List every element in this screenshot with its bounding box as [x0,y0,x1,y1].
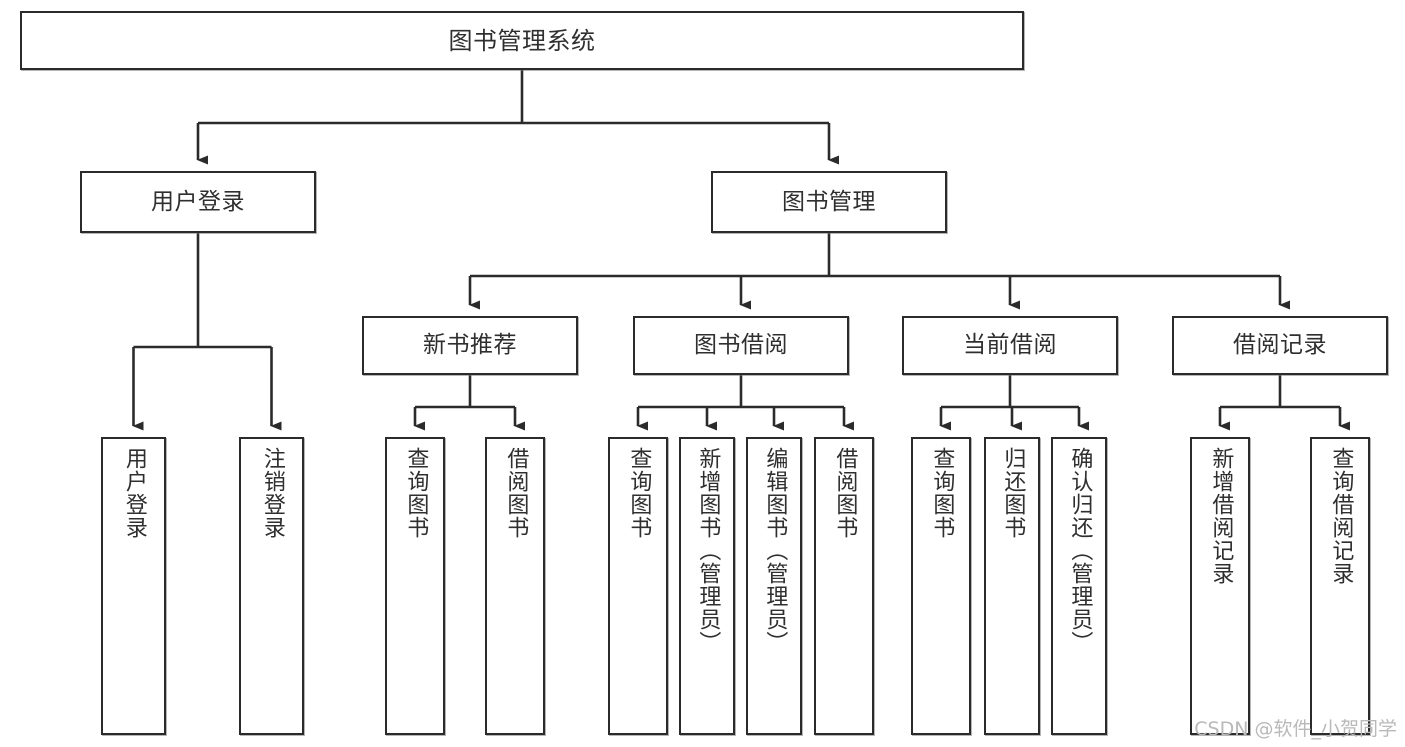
node-label-leaf-nb-borrow: 借阅图书 [503,447,529,539]
node-bookmgmt[interactable]: 图书管理 [711,171,947,233]
node-record[interactable]: 借阅记录 [1172,316,1388,375]
node-label-borrow: 图书借阅 [694,332,788,359]
node-label-newbook: 新书推荐 [423,332,517,359]
node-leaf-user-logout[interactable]: 注销登录 [239,437,304,735]
node-label-root: 图书管理系统 [448,26,596,55]
node-label-leaf-bo-borrow: 借阅图书 [832,447,858,539]
node-label-leaf-re-query: 查询借阅记录 [1328,447,1354,585]
node-label-leaf-bo-query: 查询图书 [626,447,652,539]
node-root[interactable]: 图书管理系统 [20,11,1024,70]
node-label-leaf-cu-query: 查询图书 [929,447,955,539]
node-login[interactable]: 用户登录 [80,171,316,233]
node-leaf-bo-query[interactable]: 查询图书 [608,437,668,735]
node-borrow[interactable]: 图书借阅 [633,316,849,375]
csdn-watermark: CSDN @软件_小贺同学 [1194,718,1397,740]
node-leaf-re-query[interactable]: 查询借阅记录 [1310,437,1370,735]
node-label-current: 当前借阅 [963,332,1057,359]
node-leaf-nb-query[interactable]: 查询图书 [385,437,445,735]
node-label-leaf-nb-query: 查询图书 [403,447,429,539]
node-leaf-bo-add[interactable]: 新增图书（管理员） [679,437,735,735]
node-label-bookmgmt: 图书管理 [782,188,876,215]
node-newbook[interactable]: 新书推荐 [362,316,578,375]
node-leaf-bo-borrow[interactable]: 借阅图书 [814,437,874,735]
node-label-login: 用户登录 [151,188,245,215]
node-label-leaf-user-login: 用户登录 [121,447,147,539]
node-leaf-bo-edit[interactable]: 编辑图书（管理员） [746,437,802,735]
node-leaf-cu-query[interactable]: 查询图书 [911,437,971,735]
node-current[interactable]: 当前借阅 [902,316,1118,375]
node-label-leaf-re-add: 新增借阅记录 [1208,447,1234,585]
node-leaf-cu-return[interactable]: 归还图书 [984,437,1040,735]
node-label-record: 借阅记录 [1233,332,1327,359]
node-label-leaf-bo-add: 新增图书（管理员） [695,447,721,654]
node-leaf-user-login[interactable]: 用户登录 [101,437,166,735]
node-label-leaf-bo-edit: 编辑图书（管理员） [762,447,788,654]
node-label-leaf-cu-confirm: 确认归还（管理员） [1067,447,1093,654]
node-leaf-nb-borrow[interactable]: 借阅图书 [485,437,545,735]
node-leaf-re-add[interactable]: 新增借阅记录 [1190,437,1250,735]
node-label-leaf-user-logout: 注销登录 [259,447,285,539]
node-leaf-cu-confirm[interactable]: 确认归还（管理员） [1051,437,1107,735]
node-label-leaf-cu-return: 归还图书 [1000,447,1026,539]
